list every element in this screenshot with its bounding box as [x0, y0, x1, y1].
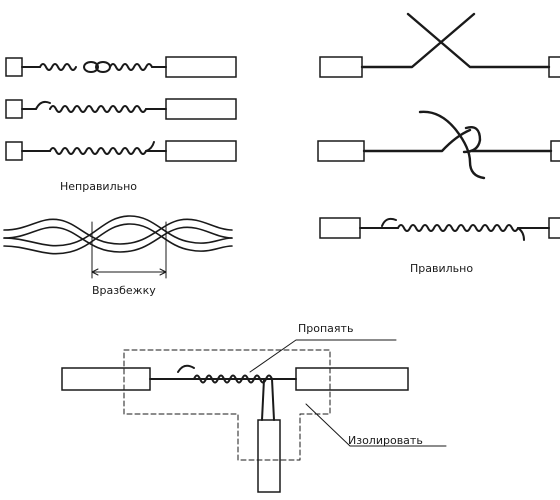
- insulation-right: [165, 98, 237, 120]
- wrong-splice-3: [5, 140, 237, 162]
- wrong-splice-2: [5, 98, 237, 120]
- insulation-left: [5, 141, 23, 161]
- right-step-1: [319, 12, 560, 78]
- insulation-left: [317, 140, 365, 162]
- insulation-right: [550, 140, 560, 162]
- finished-coil: [359, 217, 550, 241]
- insulation-right: [165, 140, 237, 162]
- label-insulate: Изолировать: [348, 434, 423, 447]
- insulation-right: [295, 367, 409, 391]
- right-step-3: [319, 217, 560, 241]
- insulation-left: [61, 367, 151, 391]
- dimension-lines: [91, 221, 167, 279]
- right-step-2: [317, 110, 560, 180]
- branch-coil: [149, 364, 297, 421]
- twisted-pair: [3, 215, 233, 255]
- insulation-branch: [257, 419, 281, 493]
- leader-lines: [249, 339, 447, 447]
- insulation-right: [165, 56, 237, 78]
- insulation-right: [548, 217, 560, 239]
- label-right: Правильно: [410, 262, 473, 275]
- label-wrong: Неправильно: [60, 180, 137, 193]
- twist-coil: [21, 100, 167, 113]
- wrong-splice-1: [5, 56, 237, 78]
- insulation-right: [548, 56, 560, 78]
- twist-coil: [21, 141, 167, 155]
- insulation-left: [5, 57, 23, 77]
- twist-coil: [21, 61, 167, 73]
- insulation-left: [5, 99, 23, 119]
- insulation-left: [319, 217, 361, 239]
- soldered-splice: [61, 339, 447, 493]
- wrapping-conductors: [362, 110, 553, 180]
- label-staggered: Вразбежку: [92, 284, 156, 297]
- crossed-conductors: [360, 12, 551, 69]
- insulation-left: [319, 56, 363, 78]
- insulation-zone-outline: [123, 349, 331, 461]
- label-solder: Пропаять: [298, 322, 353, 335]
- staggered-twist: [3, 215, 233, 279]
